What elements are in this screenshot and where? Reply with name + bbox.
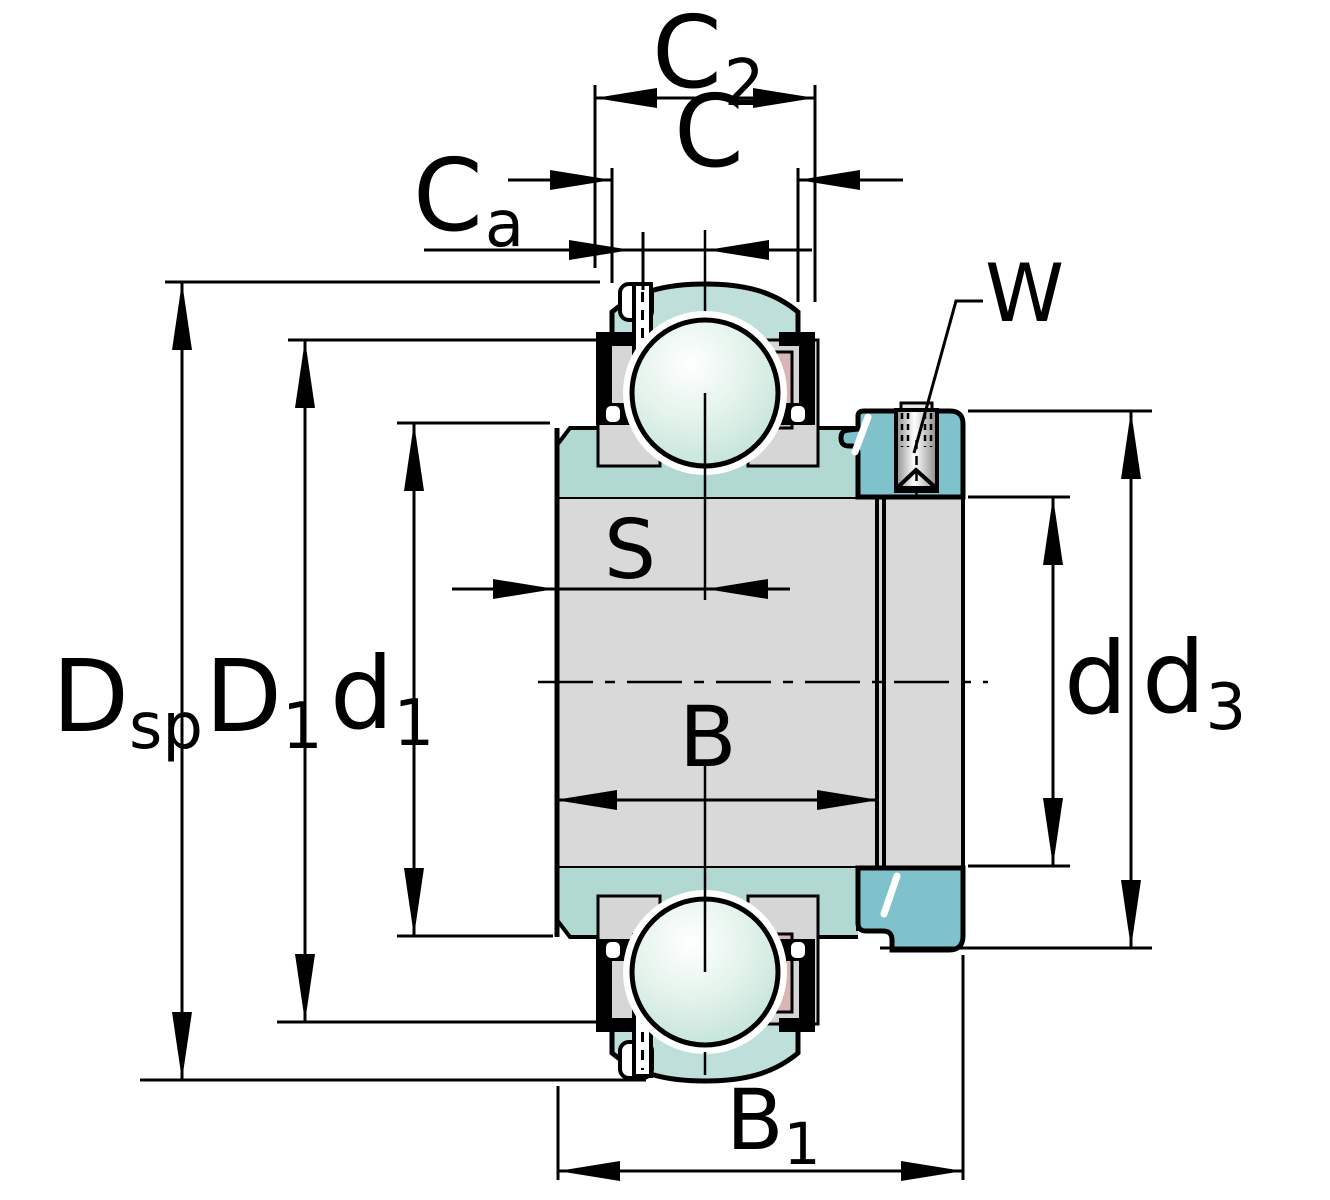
label-ca: Ca (413, 137, 524, 262)
dim-b1: B1 (556, 955, 965, 1181)
label-s: S (604, 503, 656, 598)
label-d1-low: d1 (330, 635, 434, 761)
label-b: B (679, 688, 737, 786)
label-dsp: Dsp (52, 638, 203, 764)
dim-d1-cap: D1 (205, 338, 600, 1024)
collar-highlight-top (851, 413, 872, 456)
collar-highlight-bottom (880, 872, 901, 918)
dim-d3: d3 (880, 409, 1246, 950)
dim-c2: C2 (593, 0, 817, 302)
dimension-annotations: C2 C Ca W (52, 0, 1246, 1181)
dim-d: d (968, 495, 1127, 868)
label-d: d (1064, 620, 1127, 737)
dim-w: W (912, 247, 1064, 454)
dim-s: S (452, 503, 790, 599)
locking-collar-bottom (855, 865, 966, 953)
label-w: W (985, 247, 1064, 340)
label-d3: d3 (1142, 619, 1246, 745)
screw-cone-point (896, 467, 937, 489)
label-d1-cap: D1 (205, 638, 323, 764)
label-b1: B1 (726, 1071, 821, 1178)
dim-d1-low: d1 (330, 421, 553, 938)
centre-lines (538, 230, 988, 1075)
set-screw (894, 401, 939, 502)
dim-dsp: Dsp (52, 280, 646, 1082)
dim-ca: Ca (413, 137, 812, 290)
dim-c: C (508, 73, 903, 302)
dim-b: B (555, 688, 879, 810)
label-c: C (674, 73, 744, 190)
label-c2: C2 (652, 0, 765, 121)
